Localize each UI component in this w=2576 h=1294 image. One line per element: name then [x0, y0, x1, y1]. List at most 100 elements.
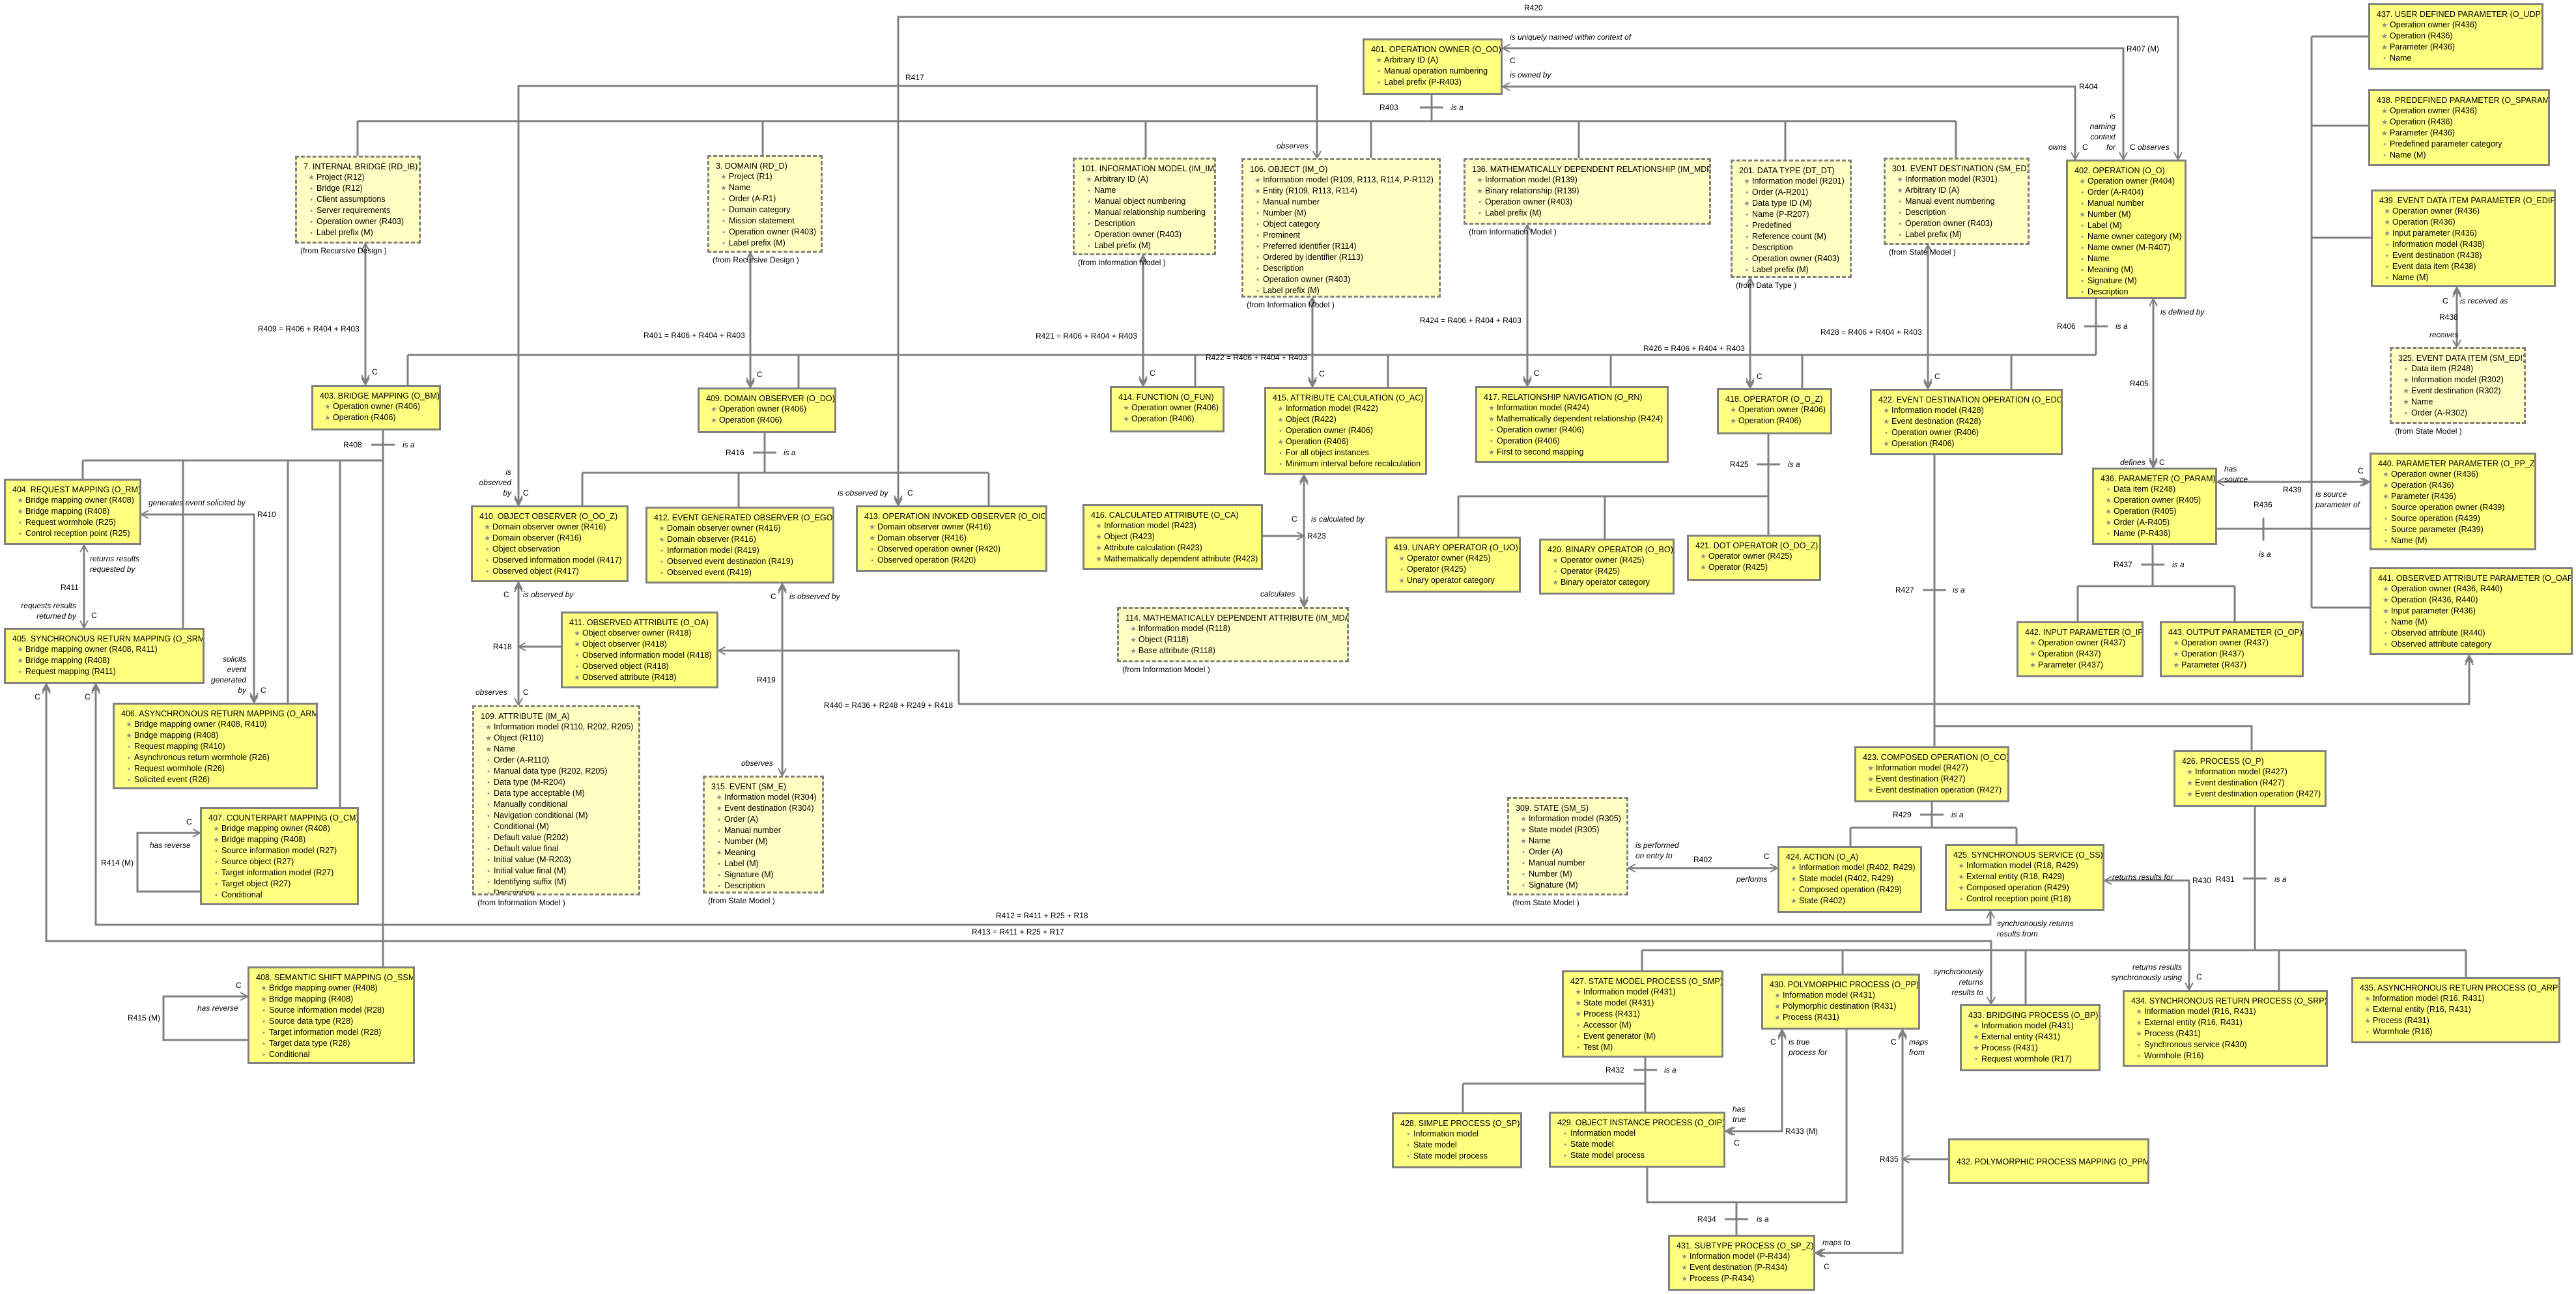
- class-attribute: ★Operation (R437): [2168, 649, 2298, 660]
- class-attribute: •Data item (R248): [2398, 363, 2520, 374]
- class-box-synchronous-return-mapping[interactable]: 405. SYNCHRONOUS RETURN MAPPING (O_SRM)★…: [4, 628, 205, 684]
- class-box-operator[interactable]: 418. OPERATOR (O_O_Z)★Operation owner (R…: [1717, 388, 1832, 434]
- multiplicity-label: C: [1770, 1037, 1776, 1047]
- class-box-subtype-process[interactable]: 431. SUBTYPE PROCESS (O_SP_Z)★Informatio…: [1668, 1235, 1815, 1291]
- class-box-domain[interactable]: 3. DOMAIN (RD_D)★Project (R1)★Name•Order…: [707, 155, 823, 253]
- attribute-bullet-icon: •: [486, 546, 488, 554]
- class-box-operation[interactable]: 402. OPERATION (O_O)★Operation owner (R4…: [2066, 160, 2187, 299]
- attribute-bullet-icon: •: [1746, 222, 1748, 230]
- attribute-text: Label (M): [2088, 221, 2122, 230]
- class-box-bridge-mapping[interactable]: 403. BRIDGE MAPPING (O_BM)★Operation own…: [311, 385, 441, 430]
- class-box-attribute[interactable]: 109. ATTRIBUTE (IM_A)★Information model …: [472, 705, 640, 895]
- attribute-text: Name (P-R436): [2114, 529, 2171, 538]
- class-box-dot-operator[interactable]: 421. DOT OPERATOR (O_DO_Z)★Operator owne…: [1687, 535, 1821, 581]
- attribute-text: Description: [724, 881, 765, 890]
- class-box-relationship-navigation[interactable]: 417. RELATIONSHIP NAVIGATION (O_RN)★Info…: [1475, 386, 1669, 463]
- class-box-composed-operation[interactable]: 423. COMPOSED OPERATION (O_CO)★Informati…: [1854, 746, 2009, 802]
- attribute-text: Bridge mapping (R408): [269, 994, 354, 1004]
- class-box-output-parameter[interactable]: 443. OUTPUT PARAMETER (O_OP)★Operation o…: [2160, 621, 2304, 677]
- attribute-bullet-icon: •: [262, 1040, 265, 1048]
- class-box-domain-observer[interactable]: 409. DOMAIN OBSERVER (O_DO)★Operation ow…: [698, 387, 836, 433]
- class-box-user-defined-parameter[interactable]: 437. USER DEFINED PARAMETER (O_UDP)★Oper…: [2368, 3, 2543, 70]
- class-box-polymorphic-process[interactable]: 430. POLYMORPHIC PROCESS (O_PP)★Informat…: [1761, 974, 1920, 1030]
- class-box-asynchronous-return-process[interactable]: 435. ASYNCHRONOUS RETURN PROCESS (O_ARP)…: [2351, 977, 2560, 1043]
- relationship-label: R428 = R406 + R404 + R403: [1820, 328, 1922, 337]
- attribute-text: Operation owner (R436): [2391, 470, 2479, 479]
- class-box-polymorphic-process-mapping[interactable]: 432. POLYMORPHIC PROCESS MAPPING (O_PPM): [1948, 1138, 2149, 1184]
- attribute-text: Operation (R406): [719, 415, 782, 425]
- class-box-event[interactable]: 315. EVENT (SM_E)★Information model (R30…: [703, 776, 824, 893]
- class-box-information-model[interactable]: 101. INFORMATION MODEL (IM_IM)★Arbitrary…: [1073, 158, 1216, 255]
- class-attribute: •Request wormhole (R17): [1968, 1054, 2095, 1065]
- class-box-request-mapping[interactable]: 404. REQUEST MAPPING (O_RM)★Bridge mappi…: [4, 479, 141, 545]
- class-box-semantic-shift-mapping[interactable]: 408. SEMANTIC SHIFT MAPPING (O_SSM)★Brid…: [248, 966, 415, 1064]
- attribute-text: Mathematically dependent relationship (R…: [1497, 414, 1663, 423]
- relationship-label: R418: [493, 642, 512, 651]
- attribute-bullet-icon: •: [1975, 1056, 1977, 1063]
- identifier-star-icon: ★: [2383, 608, 2389, 615]
- class-attribute: •Client assumptions: [304, 194, 415, 205]
- class-box-object-observer[interactable]: 410. OBJECT OBSERVER (O_OO_Z)★Domain obs…: [471, 505, 629, 582]
- class-attribute: •Preferred identifier (R114): [1250, 241, 1435, 252]
- class-box-event-data-item-parameter[interactable]: 439. EVENT DATA ITEM PARAMETER (O_EDIP)★…: [2371, 190, 2556, 287]
- class-box-operation-owner[interactable]: 401. OPERATION OWNER (O_OO)★Arbitrary ID…: [1363, 38, 1503, 95]
- class-box-counterpart-mapping[interactable]: 407. COUNTERPART MAPPING (O_CM)★Bridge m…: [200, 807, 359, 905]
- class-box-binary-operator[interactable]: 420. BINARY OPERATOR (O_BO)★Operator own…: [1539, 539, 1675, 595]
- class-box-process[interactable]: 426. PROCESS (O_P)★Information model (R4…: [2173, 750, 2327, 807]
- class-box-observed-attribute[interactable]: 411. OBSERVED ATTRIBUTE (O_OA)★Object ob…: [561, 612, 718, 688]
- multiplicity-label: C: [1150, 369, 1155, 378]
- class-box-object[interactable]: 106. OBJECT (IM_O)★Information model (R1…: [1241, 158, 1441, 298]
- class-attribute: •Operation owner (R403): [1892, 218, 2024, 229]
- attribute-bullet-icon: •: [487, 856, 490, 864]
- class-box-event-generated-observer[interactable]: 412. EVENT GENERATED OBSERVER (O_EGO)★Do…: [645, 507, 834, 584]
- class-box-state-model-process[interactable]: 427. STATE MODEL PROCESS (O_SMP)★Informa…: [1562, 970, 1723, 1058]
- class-box-event-destination-operation[interactable]: 422. EVENT DESTINATION OPERATION (O_EDO)…: [1870, 389, 2063, 455]
- class-box-predefined-parameter[interactable]: 438. PREDEFINED PARAMETER (O_SPARAM)★Ope…: [2368, 89, 2550, 166]
- class-box-input-parameter[interactable]: 442. INPUT PARAMETER (O_IP)★Operation ow…: [2017, 621, 2144, 677]
- class-box-unary-operator[interactable]: 419. UNARY OPERATOR (O_UO)★Operator owne…: [1385, 537, 1521, 593]
- relationship-label: R416: [726, 448, 744, 457]
- identifier-star-icon: ★: [2105, 519, 2112, 527]
- class-attribute: ★Event destination (P-R434): [1677, 1262, 1809, 1273]
- class-box-bridging-process[interactable]: 433. BRIDGING PROCESS (O_BP)★Information…: [1960, 1004, 2101, 1071]
- class-attribute: ★Event destination (R427): [1863, 774, 2003, 785]
- class-box-parameter[interactable]: 436. PARAMETER (O_PARAM)•Data item (R248…: [2092, 468, 2217, 545]
- class-box-parameter-parameter[interactable]: 440. PARAMETER PARAMETER (O_PP_Z)★Operat…: [2370, 453, 2536, 550]
- class-attribute: ★Meaning: [711, 847, 818, 858]
- class-box-internal-bridge[interactable]: 7. INTERNAL BRIDGE (RD_IB)★Project (R12)…: [295, 156, 421, 244]
- class-box-event-destination[interactable]: 301. EVENT DESTINATION (SM_ED)★Informati…: [1884, 158, 2030, 245]
- class-box-mathematically-dependent-attribute[interactable]: 114. MATHEMATICALLY DEPENDENT ATTRIBUTE …: [1117, 607, 1349, 662]
- class-box-data-type[interactable]: 201. DATA TYPE (DT_DT)★Information model…: [1731, 160, 1852, 278]
- class-box-event-data-item[interactable]: 325. EVENT DATA ITEM (SM_EDI)•Data item …: [2390, 347, 2526, 424]
- class-box-mathematically-dependent-relationship[interactable]: 136. MATHEMATICALLY DEPENDENT RELATIONSH…: [1464, 158, 1711, 225]
- class-box-simple-process[interactable]: 428. SIMPLE PROCESS (O_SP)•Information m…: [1392, 1112, 1522, 1168]
- attribute-text: Observed attribute category: [2391, 640, 2492, 649]
- class-box-synchronous-service[interactable]: 425. SYNCHRONOUS SERVICE (O_SS)★Informat…: [1945, 844, 2104, 911]
- class-title: 433. BRIDGING PROCESS (O_BP): [1968, 1011, 2099, 1020]
- identifier-star-icon: ★: [2383, 482, 2389, 490]
- attribute-text: Name: [1529, 836, 1551, 845]
- class-box-calculated-attribute[interactable]: 416. CALCULATED ATTRIBUTE (O_CA)★Informa…: [1083, 504, 1263, 570]
- class-box-action[interactable]: 424. ACTION (O_A)★Information model (R40…: [1777, 846, 1922, 913]
- class-box-asynchronous-return-mapping[interactable]: 406. ASYNCHRONOUS RETURN MAPPING (O_ARM)…: [113, 703, 318, 789]
- attribute-text: Binary operator category: [1561, 578, 1650, 587]
- class-box-attribute-calculation[interactable]: 415. ATTRIBUTE CALCULATION (O_AC)★Inform…: [1264, 387, 1427, 475]
- class-title: 414. FUNCTION (O_FUN): [1118, 393, 1214, 402]
- relationship-label: R433 (M): [1785, 1127, 1819, 1136]
- attribute-bullet-icon: •: [2081, 244, 2084, 252]
- role-phrase-label: calculates: [1260, 589, 1295, 598]
- attribute-text: Operation owner (R403): [1263, 275, 1351, 284]
- attribute-text: Information model (R305): [1529, 814, 1621, 823]
- class-box-function[interactable]: 414. FUNCTION (O_FUN)★Operation owner (R…: [1110, 386, 1224, 432]
- attribute-text: Composed operation (R429): [1799, 885, 1902, 894]
- class-box-observed-attribute-parameter[interactable]: 441. OBSERVED ATTRIBUTE PARAMETER (O_OAP…: [2370, 567, 2573, 655]
- attribute-text: Identifying suffix (M): [494, 877, 567, 886]
- attribute-text: Target object (R27): [221, 879, 291, 888]
- multiplicity-label: C: [1757, 372, 1762, 381]
- class-attribute: •Data type acceptable (M): [481, 788, 634, 799]
- identifier-star-icon: ★: [213, 825, 219, 833]
- class-box-operation-invoked-observer[interactable]: 413. OPERATION INVOKED OBSERVER (O_OIO)★…: [856, 505, 1047, 572]
- class-box-object-instance-process[interactable]: 429. OBJECT INSTANCE PROCESS (O_OIP)•Inf…: [1549, 1112, 1725, 1168]
- class-box-synchronous-return-process[interactable]: 434. SYNCHRONOUS RETURN PROCESS (O_SRP)★…: [2123, 990, 2328, 1067]
- class-box-state[interactable]: 309. STATE (SM_S)★Information model (R30…: [1507, 797, 1628, 895]
